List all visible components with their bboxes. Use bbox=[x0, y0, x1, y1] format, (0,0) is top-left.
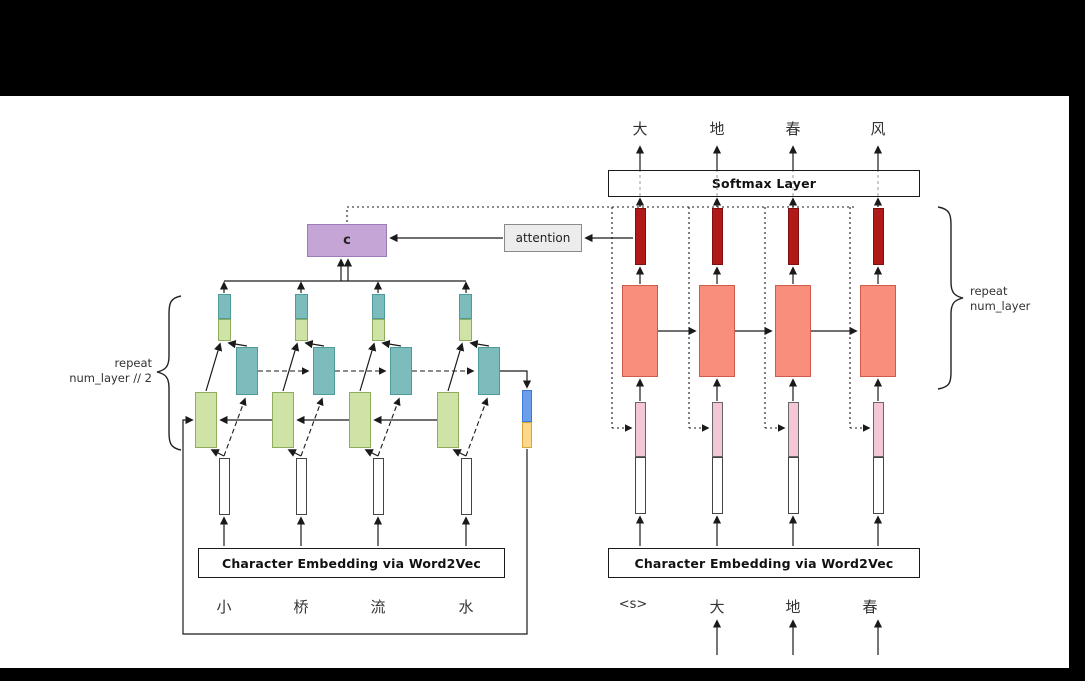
encoder-repeat-line2: num_layer // 2 bbox=[69, 370, 152, 385]
decoder-lstm-cell bbox=[699, 285, 735, 377]
encoder-concat-backward bbox=[372, 294, 385, 319]
encoder-backward-cell bbox=[478, 347, 500, 395]
decoder-output-char: 大 bbox=[632, 120, 648, 138]
context-vector-label: c bbox=[343, 233, 351, 248]
decoder-embedding-bar bbox=[712, 457, 723, 514]
encoder-embedding-bar bbox=[373, 458, 384, 515]
encoder-forward-cell bbox=[195, 392, 217, 448]
encoder-embedding-bar bbox=[461, 458, 472, 515]
encoder-backward-cell bbox=[236, 347, 258, 395]
encoder-backward-cell bbox=[313, 347, 335, 395]
context-vector-box: c bbox=[307, 224, 387, 257]
decoder-input-char: 春 bbox=[862, 598, 878, 616]
decoder-output-vector bbox=[635, 208, 646, 265]
encoder-concat-backward bbox=[295, 294, 308, 319]
decoder-lstm-cell bbox=[622, 285, 658, 377]
decoder-input-char: 大 bbox=[709, 598, 725, 616]
decoder-embedding-bar bbox=[873, 457, 884, 514]
encoder-concat-forward bbox=[218, 319, 231, 341]
encoder-final-state-c bbox=[522, 422, 532, 448]
decoder-embedding-box: Character Embedding via Word2Vec bbox=[608, 548, 920, 578]
decoder-embedding-bar bbox=[635, 457, 646, 514]
decoder-input-char: 地 bbox=[785, 598, 801, 616]
decoder-embedding-bar bbox=[788, 457, 799, 514]
decoder-repeat-note: repeat num_layer bbox=[970, 284, 1030, 314]
softmax-layer-label: Softmax Layer bbox=[711, 176, 817, 191]
decoder-embedding-top bbox=[788, 402, 799, 457]
right-repeat-brace bbox=[937, 206, 964, 390]
attention-label: attention bbox=[515, 231, 571, 245]
decoder-output-vector bbox=[788, 208, 799, 265]
letterbox-right bbox=[1069, 0, 1085, 681]
encoder-final-state-h bbox=[522, 390, 532, 422]
encoder-forward-cell bbox=[349, 392, 371, 448]
decoder-output-char: 春 bbox=[785, 120, 801, 138]
encoder-repeat-note: repeat num_layer // 2 bbox=[60, 356, 152, 386]
attention-box: attention bbox=[504, 224, 582, 252]
decoder-input-char: <s> bbox=[618, 597, 648, 612]
encoder-embedding-box: Character Embedding via Word2Vec bbox=[198, 548, 505, 578]
encoder-backward-cell bbox=[390, 347, 412, 395]
encoder-concat-forward bbox=[372, 319, 385, 341]
encoder-concat-backward bbox=[459, 294, 472, 319]
decoder-repeat-line1: repeat bbox=[970, 284, 1008, 298]
decoder-embedding-top bbox=[873, 402, 884, 457]
decoder-output-vector bbox=[712, 208, 723, 265]
decoder-lstm-cell bbox=[860, 285, 896, 377]
decoder-output-char: 地 bbox=[709, 120, 725, 138]
encoder-concat-forward bbox=[295, 319, 308, 341]
encoder-embedding-bar bbox=[219, 458, 230, 515]
encoder-embedding-bar bbox=[296, 458, 307, 515]
decoder-embedding-top bbox=[712, 402, 723, 457]
encoder-concat-forward bbox=[459, 319, 472, 341]
decoder-embedding-label: Character Embedding via Word2Vec bbox=[634, 555, 894, 571]
encoder-input-char: 水 bbox=[458, 598, 474, 616]
encoder-input-char: 桥 bbox=[293, 598, 309, 616]
encoder-embedding-label: Character Embedding via Word2Vec bbox=[221, 555, 482, 571]
softmax-layer-box: Softmax Layer bbox=[608, 170, 920, 197]
decoder-lstm-cell bbox=[775, 285, 811, 377]
decoder-output-char: 风 bbox=[870, 120, 886, 138]
decoder-embedding-top bbox=[635, 402, 646, 457]
letterbox-top bbox=[0, 0, 1085, 96]
encoder-repeat-line1: repeat bbox=[114, 356, 152, 370]
left-repeat-brace bbox=[156, 295, 182, 451]
decoder-output-vector bbox=[873, 208, 884, 265]
decoder-repeat-line2: num_layer bbox=[970, 298, 1031, 313]
letterbox-bottom bbox=[0, 668, 1085, 681]
encoder-input-char: 流 bbox=[370, 598, 386, 616]
encoder-forward-cell bbox=[437, 392, 459, 448]
encoder-concat-backward bbox=[218, 294, 231, 319]
encoder-input-char: 小 bbox=[216, 598, 232, 616]
encoder-forward-cell bbox=[272, 392, 294, 448]
